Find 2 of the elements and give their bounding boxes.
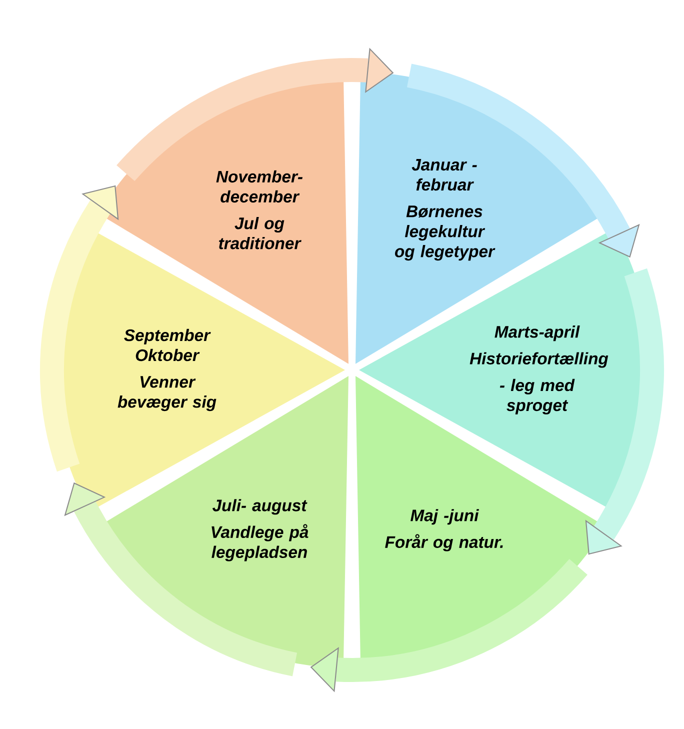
curved-arrow	[585, 268, 664, 555]
curved-arrow	[40, 185, 119, 472]
